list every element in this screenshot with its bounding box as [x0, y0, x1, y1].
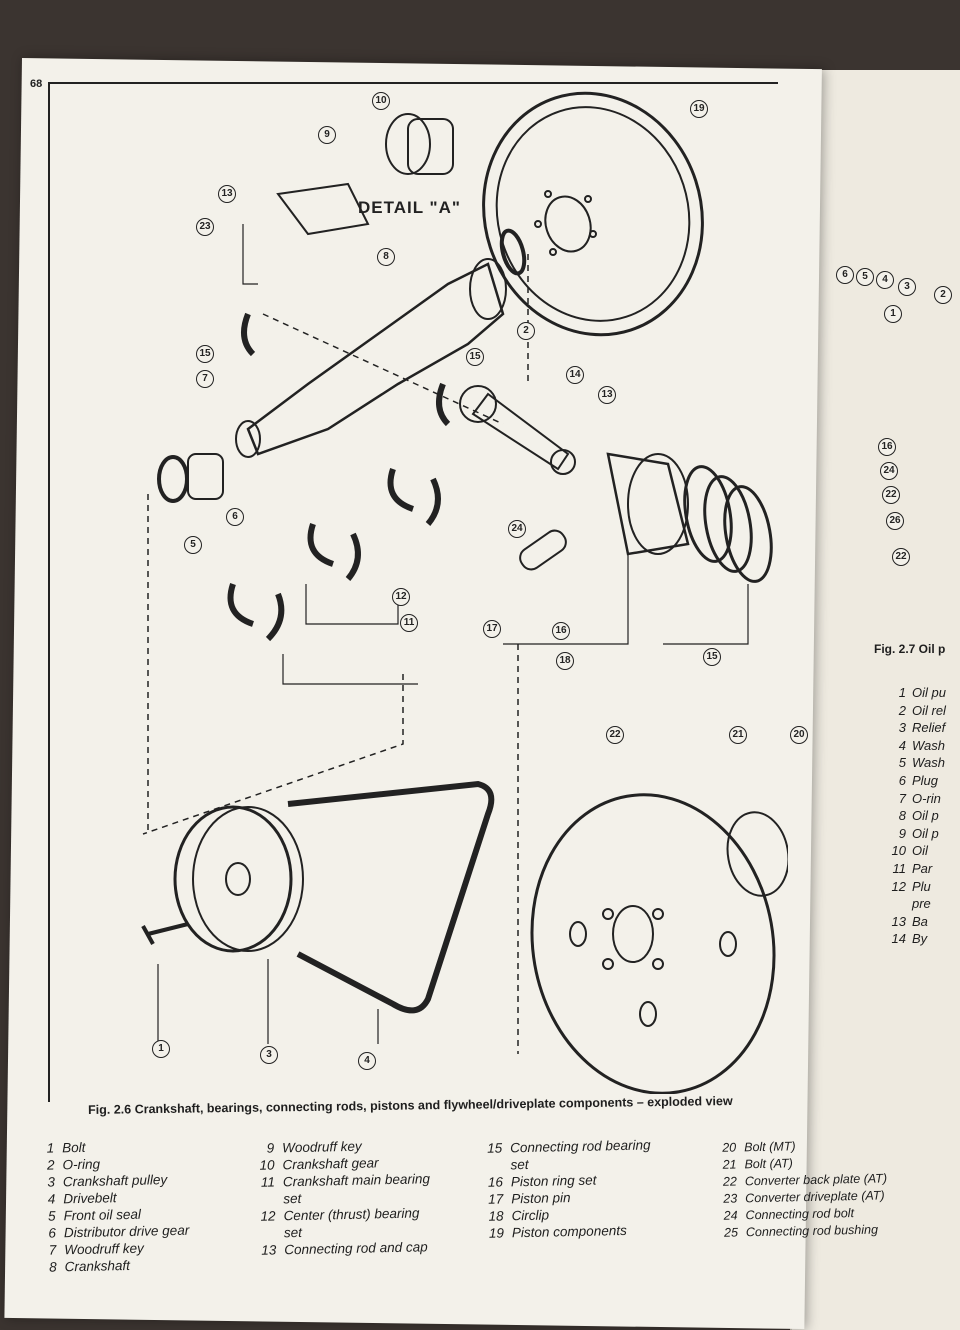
callout-2: 2 — [517, 322, 535, 340]
callout-4: 4 — [358, 1052, 376, 1070]
callout-9: 9 — [318, 126, 336, 144]
piston — [606, 452, 690, 556]
distributor-drive-gear — [187, 453, 224, 500]
callout-7: 7 — [196, 370, 214, 388]
callout-19: 18 — [556, 652, 574, 670]
flywheel — [482, 91, 704, 337]
callout-3: 3 — [260, 1046, 278, 1064]
callout-24: 23 — [196, 218, 214, 236]
rp-callout-6: 6 — [836, 266, 854, 284]
rp-callout-5: 5 — [856, 268, 874, 286]
callout-14: 14 — [566, 366, 584, 384]
callout-12: 12 — [392, 588, 410, 606]
rp-callout-3: 3 — [898, 278, 916, 296]
callout-5: 5 — [184, 536, 202, 554]
header-rule — [48, 82, 778, 84]
pulley-bolt — [141, 922, 189, 945]
drivebelt — [287, 780, 495, 1014]
callout-13: 13 — [218, 185, 236, 203]
callout-16: 15 — [703, 648, 721, 666]
callout-20: 19 — [690, 100, 708, 118]
rp-callout-26: 26 — [886, 512, 904, 530]
margin-rule — [48, 82, 50, 1102]
converter-driveplate — [530, 793, 776, 1094]
callout-10: 10 — [372, 92, 390, 110]
converter-back-plate — [726, 811, 788, 897]
callout-6: 6 — [226, 508, 244, 526]
piston-pin — [519, 529, 567, 571]
crankshaft — [235, 258, 507, 458]
connecting-rod — [459, 385, 576, 475]
exploded-view-diagram — [141, 91, 788, 1094]
rp-callout-2: 2 — [934, 286, 952, 304]
callout-18: 17 — [483, 620, 501, 638]
rp-callout-16: 16 — [878, 438, 896, 456]
callout-15a: 15 — [196, 345, 214, 363]
callout-8: 8 — [377, 248, 395, 266]
callout-15b: 15 — [466, 348, 484, 366]
rp-callout-24: 24 — [880, 462, 898, 480]
legend-item: pre — [912, 896, 931, 912]
page-number: 68 — [30, 78, 43, 90]
crankshaft-pulley — [173, 805, 304, 953]
piston-ring-2 — [703, 475, 753, 573]
front-oil-seal — [157, 455, 189, 503]
right-page-caption: Fig. 2.7 Oil p — [874, 642, 946, 656]
rp-callout-22b: 22 — [892, 548, 910, 566]
crankshaft-gear — [385, 113, 454, 175]
callout-11: 11 — [400, 614, 418, 632]
callout-23: 22 — [606, 726, 624, 744]
rp-callout-22a: 22 — [882, 486, 900, 504]
piston-ring-3 — [723, 485, 773, 583]
piston-ring-1 — [683, 465, 733, 563]
callout-17: 16 — [552, 622, 570, 640]
callout-13b: 13 — [598, 386, 616, 404]
callout-25: 24 — [508, 520, 526, 538]
callout-1: 1 — [152, 1040, 170, 1058]
o-ring — [499, 228, 527, 276]
rp-callout-1: 1 — [884, 305, 902, 323]
callout-21: 20 — [790, 726, 808, 744]
main-bearing-shells — [227, 468, 441, 642]
callout-22: 21 — [729, 726, 747, 744]
rp-callout-4: 4 — [876, 271, 894, 289]
detail-a-label: DETAIL "A" — [358, 198, 461, 217]
